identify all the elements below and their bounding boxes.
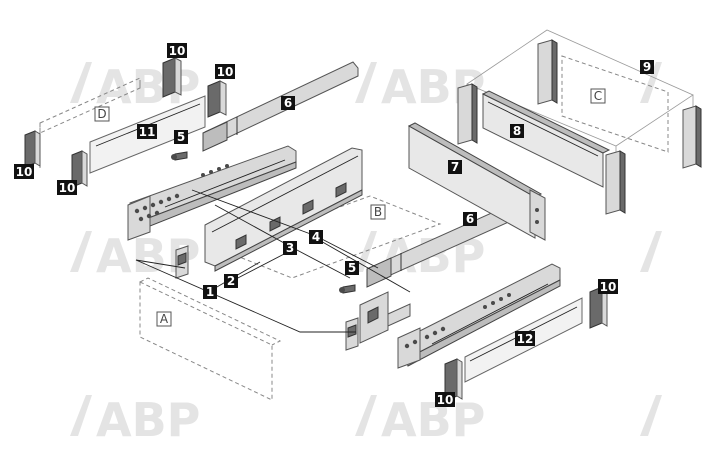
svg-text:10: 10 — [59, 181, 76, 195]
callout-6-upper: 6 — [281, 96, 295, 110]
callout-10-bottom: 10 — [435, 392, 455, 407]
svg-text:6: 6 — [284, 96, 292, 110]
svg-text:5: 5 — [348, 261, 356, 275]
callout-7: 7 — [448, 160, 462, 174]
rear-bracket — [444, 358, 463, 402]
callout-10-top-a: 10 — [167, 43, 187, 58]
rear-bracket — [207, 80, 227, 118]
svg-text:C: C — [594, 89, 602, 103]
svg-text:10: 10 — [600, 280, 617, 294]
back-panel-cabinet — [481, 90, 611, 188]
cabinet-post — [457, 83, 478, 145]
leaf-icon — [640, 395, 662, 436]
callout-5-upper: 5 — [174, 130, 188, 144]
callout-1: 1 — [203, 285, 217, 299]
svg-text:1: 1 — [206, 285, 214, 299]
svg-text:12: 12 — [517, 332, 534, 346]
svg-text:8: 8 — [513, 124, 521, 138]
callout-8: 8 — [510, 124, 524, 138]
front-connector-bracket — [359, 291, 411, 344]
leaf-icon — [355, 62, 377, 103]
cabinet-post — [537, 39, 558, 105]
cabinet-post — [605, 150, 626, 215]
rear-bracket — [24, 130, 41, 168]
callout-10-top-b: 10 — [215, 64, 235, 79]
svg-text:4: 4 — [312, 230, 320, 244]
drawer-side-rail-left — [127, 145, 297, 241]
leaf-icon — [640, 62, 662, 103]
svg-text:10: 10 — [169, 44, 186, 58]
watermark-text: ABP — [96, 393, 200, 447]
drawer-side-rail-right — [397, 263, 561, 369]
zone-label-C: C — [590, 88, 606, 104]
callout-10-right: 10 — [598, 279, 618, 294]
callout-4: 4 — [309, 230, 323, 244]
zone-label-D: D — [94, 106, 110, 122]
rear-bracket — [71, 150, 88, 188]
zone-label-A: A — [156, 311, 172, 327]
watermark-logo — [640, 395, 662, 436]
watermark-text: ABP — [381, 393, 485, 447]
callout-5-center: 5 — [345, 261, 359, 275]
leaf-icon — [640, 231, 662, 272]
svg-text:10: 10 — [16, 165, 33, 179]
leaf-icon — [70, 231, 92, 272]
screw-upper — [171, 151, 188, 161]
front-clip-right — [345, 317, 359, 351]
front-clip-left — [175, 245, 189, 279]
zone-C-outline — [561, 55, 669, 153]
svg-text:6: 6 — [466, 212, 474, 226]
back-panel-large — [407, 122, 546, 241]
callout-3: 3 — [283, 241, 297, 255]
callout-12: 12 — [515, 331, 535, 346]
rear-bracket — [589, 286, 608, 329]
watermark-logo — [640, 231, 662, 272]
svg-text:5: 5 — [177, 130, 185, 144]
watermark-logo: ABP — [355, 393, 485, 447]
callout-9: 9 — [640, 60, 654, 74]
callout-10-left-b: 10 — [57, 180, 77, 195]
zone-label-B: B — [370, 204, 386, 220]
svg-text:D: D — [97, 107, 106, 121]
svg-text:7: 7 — [451, 160, 459, 174]
svg-text:B: B — [374, 205, 382, 219]
drawer-side-panel-left — [204, 147, 363, 272]
screw-center — [339, 284, 356, 294]
svg-text:11: 11 — [139, 125, 156, 139]
callout-10-left-a: 10 — [14, 164, 34, 179]
cabinet-post — [682, 105, 702, 169]
svg-text:9: 9 — [643, 60, 651, 74]
callout-11: 11 — [137, 124, 157, 139]
callout-6-lower: 6 — [463, 212, 477, 226]
watermark-logo — [640, 62, 662, 103]
leaf-icon — [70, 62, 92, 103]
svg-text:3: 3 — [286, 241, 294, 255]
svg-text:A: A — [160, 312, 169, 326]
svg-text:10: 10 — [437, 393, 454, 407]
callout-2: 2 — [224, 274, 238, 288]
leaf-icon — [355, 395, 377, 436]
svg-text:2: 2 — [227, 274, 235, 288]
zone-A-outline — [139, 277, 282, 401]
watermark-logo: ABP — [70, 393, 200, 447]
rear-bracket — [162, 57, 182, 98]
svg-text:10: 10 — [217, 65, 234, 79]
leaf-icon — [70, 395, 92, 436]
